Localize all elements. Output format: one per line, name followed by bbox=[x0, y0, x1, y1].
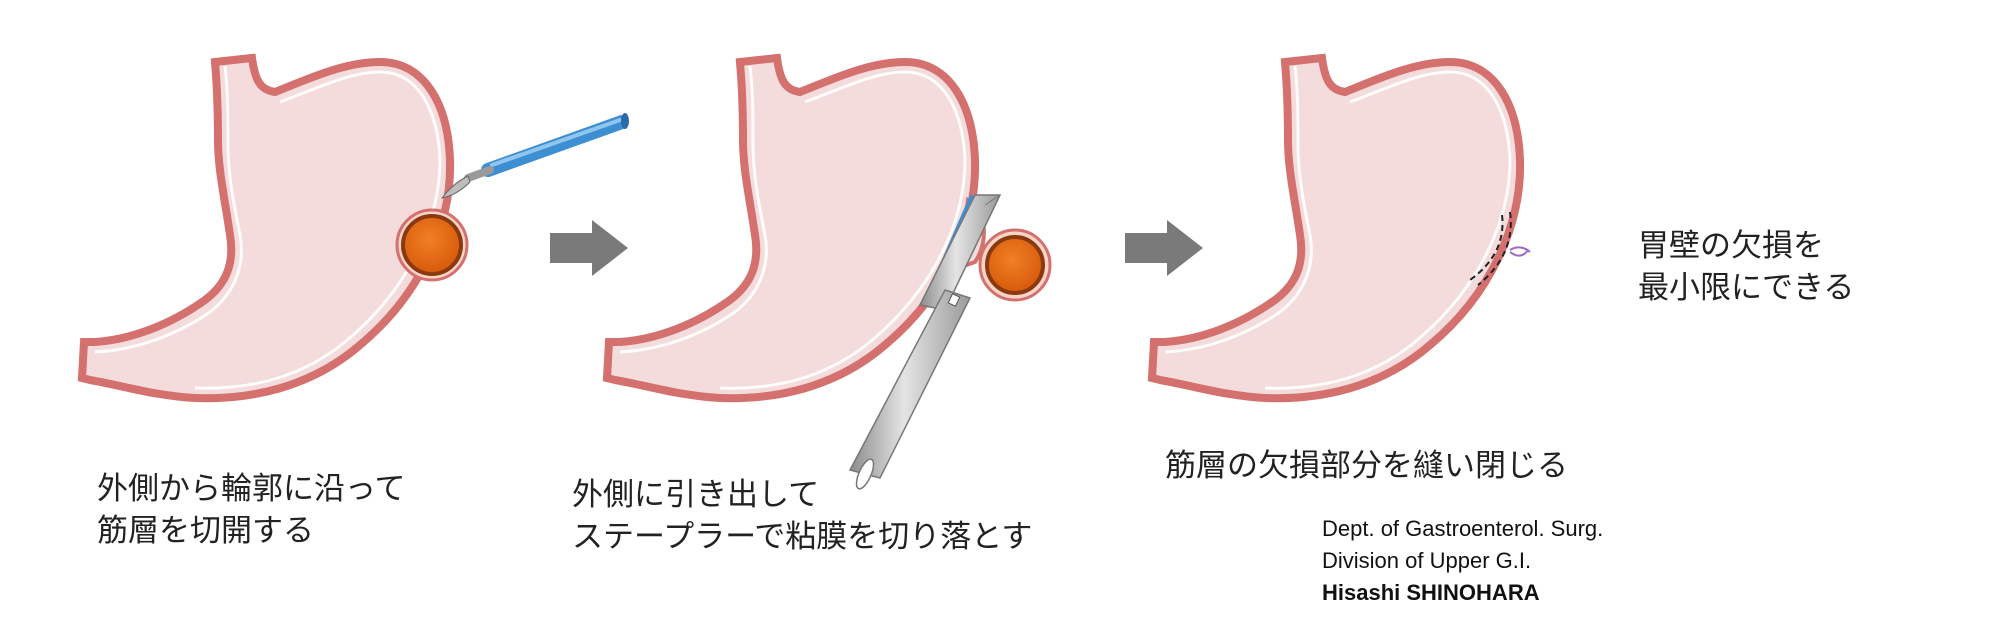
step-1-caption: 外側から輪郭に沿って 筋層を切開する bbox=[97, 468, 405, 552]
step-3-caption: 筋層の欠損部分を縫い閉じる bbox=[1165, 445, 1568, 487]
credit-author-name: Hisashi SHINOHARA bbox=[1322, 580, 1540, 605]
step-3-caption-line-1: 筋層の欠損部分を縫い閉じる bbox=[1165, 448, 1568, 484]
result-caption: 胃壁の欠損を 最小限にできる bbox=[1638, 225, 1854, 309]
credit-division: Division of Upper G.I. bbox=[1322, 548, 1532, 573]
author-credit: Dept. of Gastroenterol. Surg. Division o… bbox=[1322, 513, 1603, 609]
stapler-icon bbox=[848, 194, 1002, 490]
credit-department: Dept. of Gastroenterol. Surg. bbox=[1322, 516, 1604, 541]
step-1-caption-line-2: 筋層を切開する bbox=[97, 513, 314, 549]
step-1-caption-line-1: 外側から輪郭に沿って bbox=[97, 471, 406, 507]
panel-1-tumor-icon bbox=[395, 208, 469, 282]
suture-icon bbox=[1469, 211, 1531, 286]
step-2-caption-line-2: ステープラーで粘膜を切り落とす bbox=[572, 519, 1033, 555]
result-caption-line-1: 胃壁の欠損を bbox=[1638, 228, 1824, 264]
panel-1-stomach bbox=[82, 58, 450, 398]
panel-3-stomach bbox=[1152, 58, 1520, 398]
step-2-caption-line-1: 外側に引き出して bbox=[572, 477, 820, 513]
arrow-right-icon bbox=[1125, 220, 1203, 276]
result-caption-line-2: 最小限にできる bbox=[1638, 270, 1855, 306]
step-2-caption: 外側に引き出して ステープラーで粘膜を切り落とす bbox=[572, 474, 1032, 558]
scalpel-icon bbox=[440, 113, 629, 199]
arrow-right-icon bbox=[550, 220, 628, 276]
